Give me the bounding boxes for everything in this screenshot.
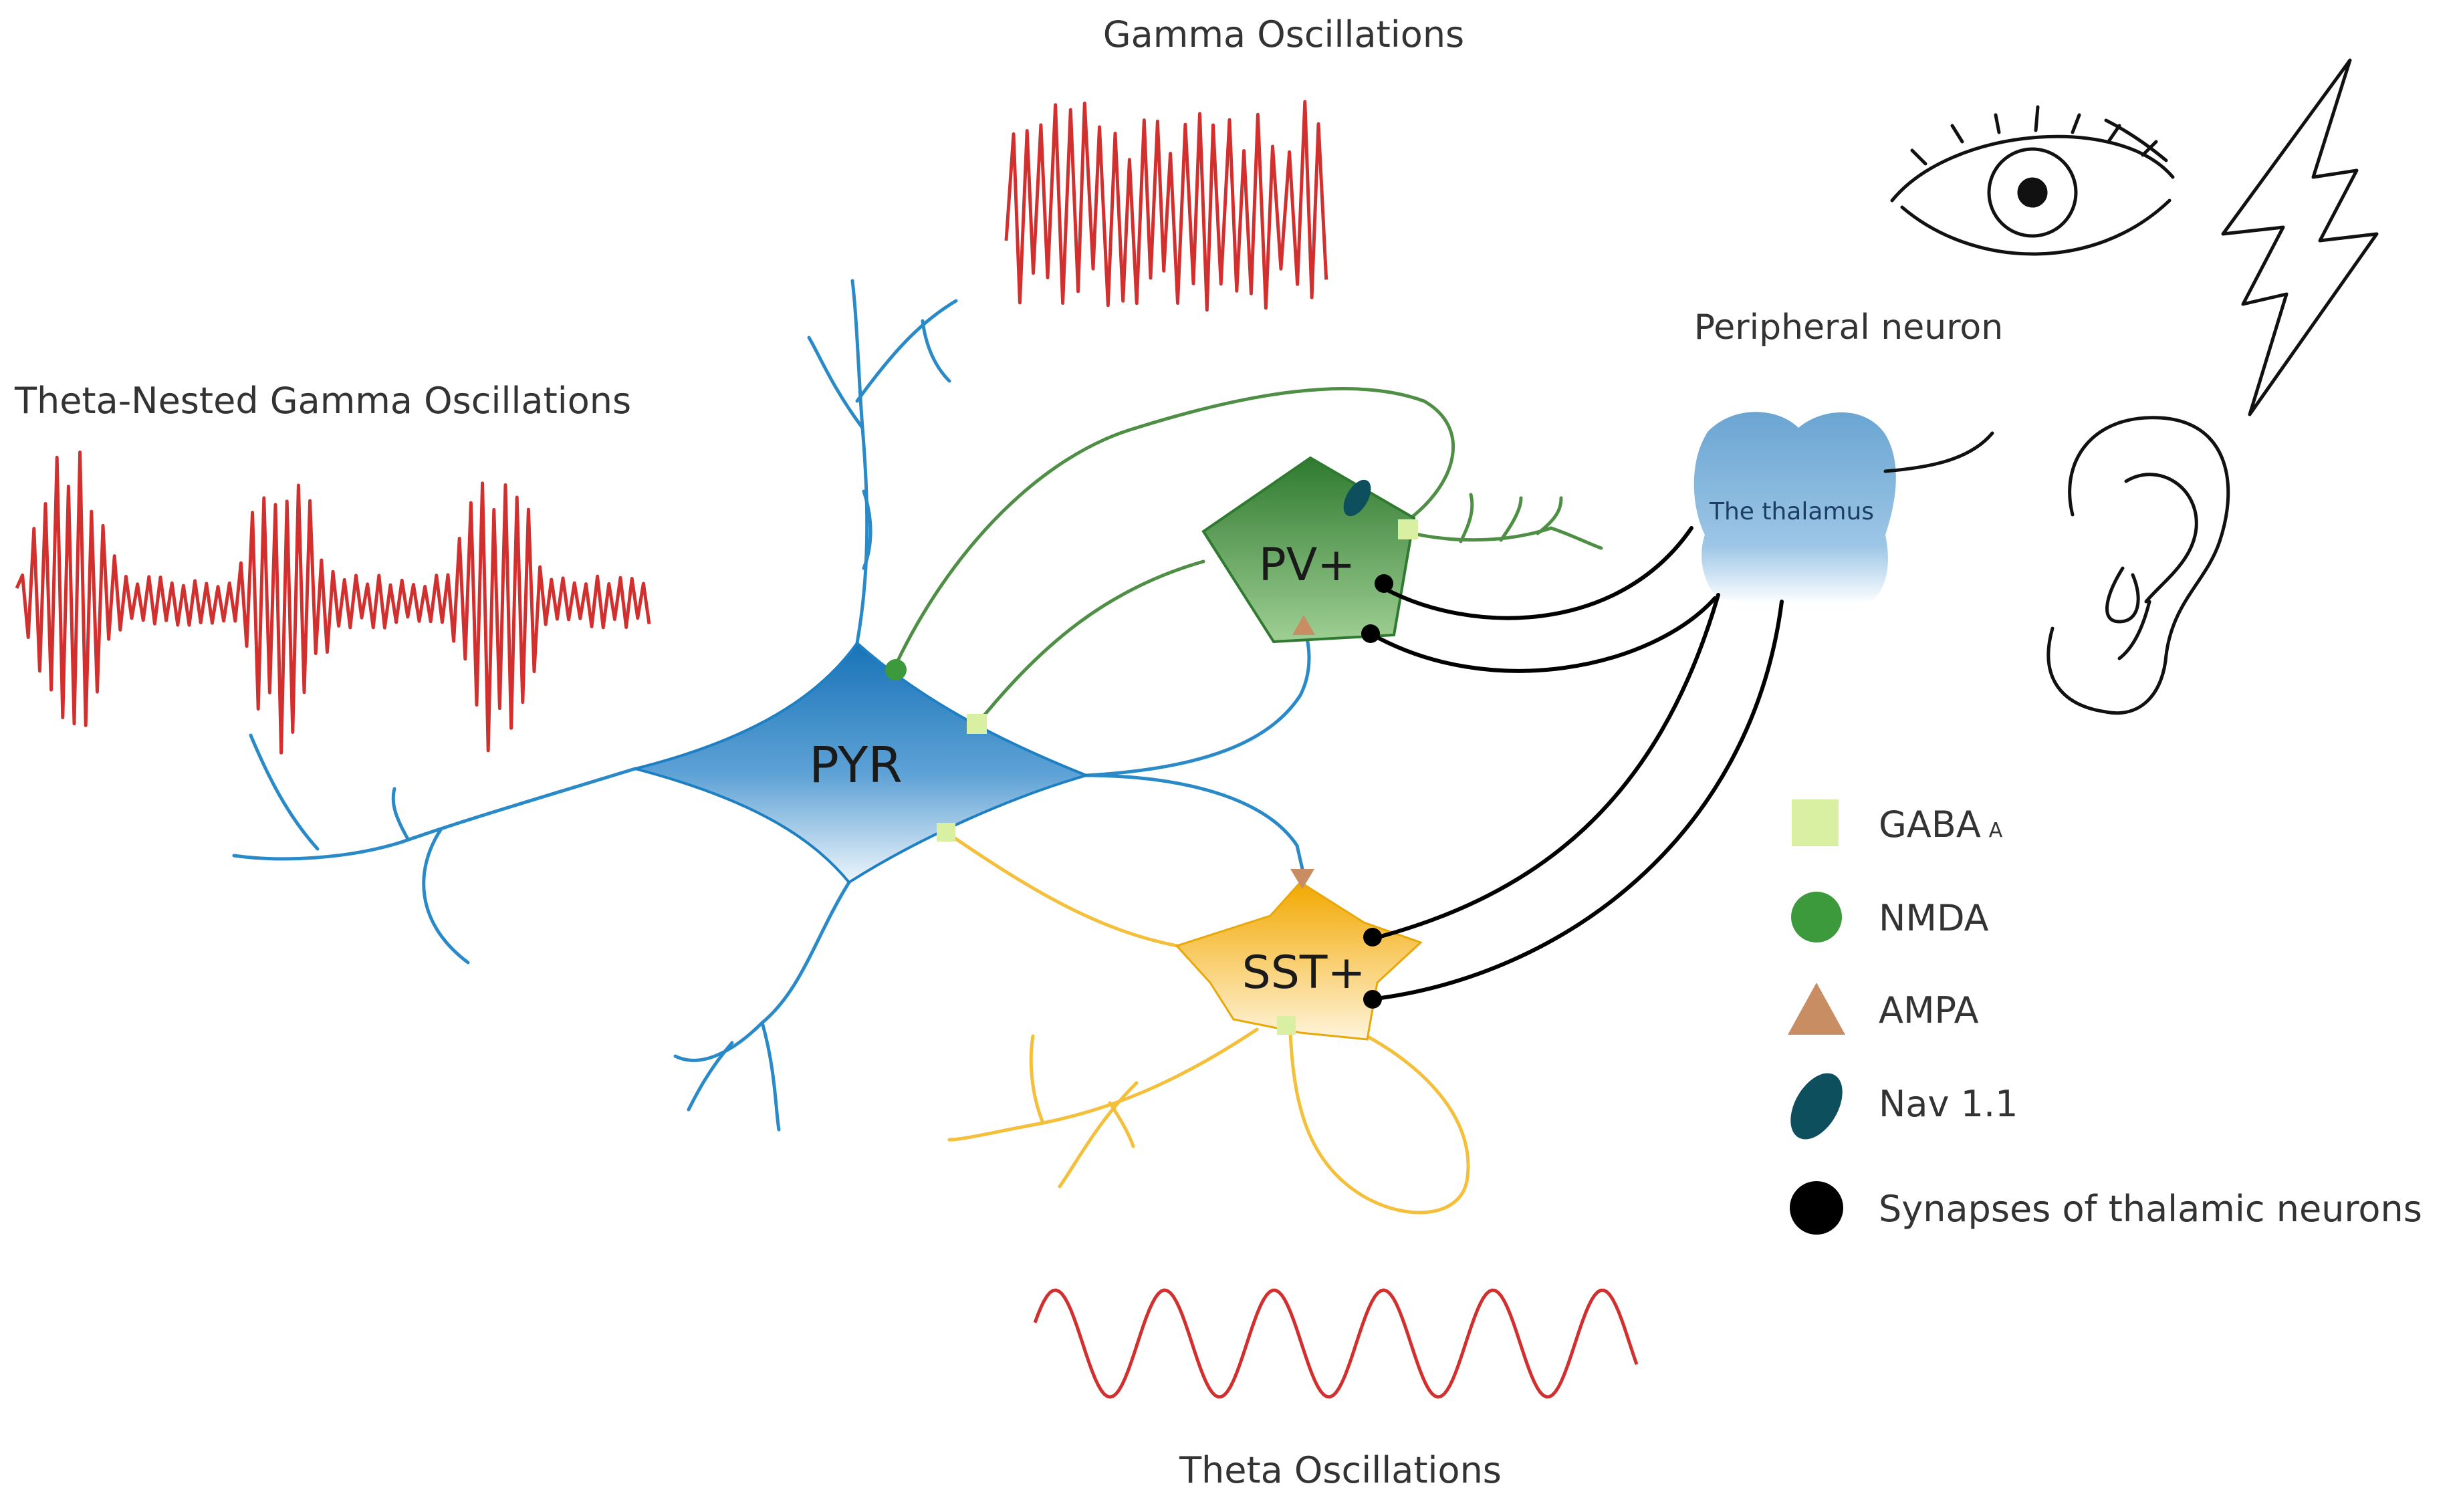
gaba-receptor	[1398, 519, 1418, 539]
synapse-markers	[885, 479, 1418, 1035]
legend-nav-label: Nav 1.1	[1879, 1083, 2018, 1125]
legend-nav-swatch	[1790, 1073, 1843, 1140]
legend-synapse-label: Synapses of thalamic neurons	[1879, 1188, 2422, 1230]
pyr-label: PYR	[809, 737, 903, 794]
sst-soma	[1175, 881, 1423, 1041]
legend-synapse-swatch	[1790, 1181, 1843, 1235]
ear-icon	[2046, 416, 2230, 715]
thalamic-synapse	[1363, 990, 1382, 1009]
thalamus	[1693, 412, 1896, 604]
legend-ampa-label: AMPA	[1879, 989, 1979, 1031]
thalamic-synapse	[1375, 574, 1393, 593]
pyramidal-neuron	[232, 279, 1311, 1132]
pv-label: PV+	[1259, 539, 1356, 592]
peripheral-neuron-axon	[1883, 431, 1994, 473]
ampa-receptor	[1292, 615, 1315, 635]
pyr-soma	[634, 641, 1091, 884]
sst-label: SST+	[1242, 947, 1366, 999]
legend-nmda-label: NMDA	[1879, 897, 1989, 939]
gamma-label: Gamma Oscillations	[1103, 13, 1464, 55]
nmda-receptor	[885, 659, 907, 680]
thalamic-synapse	[1361, 624, 1380, 643]
gaba-receptor	[967, 714, 987, 734]
thalamic-projections	[1369, 526, 1784, 1001]
legend-gaba-swatch	[1792, 799, 1839, 846]
nav11-channel	[1343, 479, 1371, 517]
pv-neurites	[891, 386, 1603, 727]
peripheral-neuron-label: Peripheral neuron	[1694, 307, 2003, 348]
gaba-receptor	[937, 823, 955, 842]
theta-oscillation-wave	[1033, 1288, 1639, 1399]
thalamic-synapse	[1363, 928, 1382, 947]
gaba-receptor	[1277, 1016, 1296, 1035]
theta-nested-gamma-wave	[15, 451, 651, 755]
legend-ampa-swatch	[1788, 983, 1845, 1035]
ampa-receptor	[1290, 869, 1314, 889]
sst-neurites	[944, 830, 1470, 1215]
theta-label: Theta Oscillations	[1179, 1449, 1502, 1491]
thalamus-label: The thalamus	[1709, 498, 1874, 525]
theta-nested-label: Theta-Nested Gamma Oscillations	[14, 380, 631, 422]
lightning-icon	[2221, 58, 2379, 416]
legend-nmda-swatch	[1791, 892, 1842, 942]
gamma-oscillation-wave	[1004, 100, 1328, 312]
eye-icon	[1890, 105, 2175, 256]
